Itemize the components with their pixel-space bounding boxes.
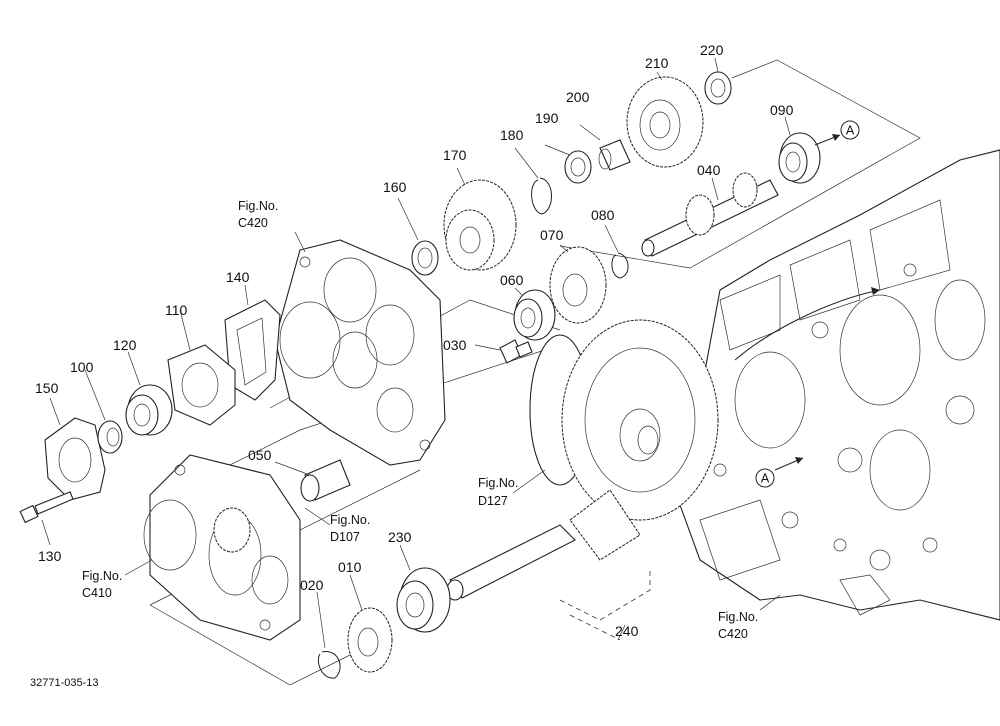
snap-ring-020: [317, 651, 341, 679]
part-label-200: 200: [566, 89, 590, 105]
needle-bearing-200: [598, 139, 631, 171]
part-label-030: 030: [443, 337, 467, 353]
figure-ref-d107: Fig.No. D107: [330, 513, 370, 544]
part-label-170: 170: [443, 147, 467, 163]
figure-ref-c420-top: Fig.No. C420: [238, 199, 278, 230]
bearing-230: [396, 567, 451, 633]
bearing-holder-110: [167, 344, 236, 426]
bolt-130: [19, 491, 74, 524]
part-label-050: 050: [248, 447, 272, 463]
figure-ref-c420-bottom: Fig.No. C420: [718, 610, 758, 641]
part-label-230: 230: [388, 529, 412, 545]
part-label-120: 120: [113, 337, 137, 353]
part-label-010: 010: [338, 559, 362, 575]
part-label-080: 080: [591, 207, 615, 223]
cover-plate-c420: [274, 239, 446, 466]
part-label-020: 020: [300, 577, 324, 593]
gear-010: [347, 607, 393, 673]
shaft-040: [641, 172, 779, 257]
figure-ref-c420-bottom-line2: C420: [718, 627, 748, 641]
part-label-150: 150: [35, 380, 59, 396]
part-label-090: 090: [770, 102, 794, 118]
flow-arrow-curve: [734, 289, 881, 361]
part-label-180: 180: [500, 127, 524, 143]
part-label-070: 070: [540, 227, 564, 243]
part-label-190: 190: [535, 110, 559, 126]
figure-ref-d127-line2: D127: [478, 494, 508, 508]
figure-ref-d107-line1: Fig.No.: [330, 513, 370, 527]
cover-plate-c410: [143, 454, 301, 641]
bolt-030: [499, 339, 533, 364]
seal-100: [97, 420, 123, 454]
figure-ref-c420-top-line2: C420: [238, 216, 268, 230]
circlip-180: [531, 177, 552, 215]
pinion-shaft-240: [446, 489, 641, 601]
bearing-120: [125, 384, 173, 436]
figure-ref-c410-line1: Fig.No.: [82, 569, 122, 583]
marker-a-bottom: A: [755, 457, 804, 488]
flange-150-bore: [58, 437, 92, 483]
bevel-ring-gear: [529, 319, 719, 521]
part-label-060: 060: [500, 272, 524, 288]
part-label-160: 160: [383, 179, 407, 195]
part-label-240: 240: [615, 623, 639, 639]
marker-a-top-label: A: [846, 124, 855, 138]
circlip-080: [611, 252, 629, 279]
figure-ref-d127: Fig.No. D127: [478, 476, 518, 508]
marker-a-bottom-label: A: [761, 472, 770, 486]
figure-ref-d127-line1: Fig.No.: [478, 476, 518, 490]
part-label-210: 210: [645, 55, 669, 71]
figure-ref-d107-line2: D107: [330, 530, 360, 544]
transmission-case: [679, 149, 1000, 621]
washer-190: [564, 150, 592, 184]
part-label-140: 140: [226, 269, 250, 285]
part-label-110: 110: [165, 302, 188, 318]
washer-160: [411, 240, 439, 276]
collar-050: [300, 459, 351, 502]
marker-a-top: A: [814, 120, 860, 146]
flange-150: [44, 417, 106, 501]
part-label-040: 040: [697, 162, 721, 178]
part-label-220: 220: [700, 42, 724, 58]
drawing-code: 32771-035-13: [30, 677, 99, 689]
washer-220: [704, 71, 732, 105]
label-leader-lines: [41, 57, 791, 649]
figure-ref-c410-line2: C410: [82, 586, 112, 600]
bearing-090: [778, 132, 821, 184]
gear-210: [626, 76, 704, 168]
part-labels: 220 210 200 190 180 170 160 090 040 080 …: [35, 42, 794, 639]
part-label-100: 100: [70, 359, 94, 375]
part-label-130: 130: [38, 548, 62, 564]
figure-ref-c410: Fig.No. C410: [82, 569, 122, 600]
gear-070: [549, 246, 607, 324]
bearing-060: [513, 289, 556, 341]
figure-ref-c420-top-line1: Fig.No.: [238, 199, 278, 213]
figure-ref-c420-bottom-line1: Fig.No.: [718, 610, 758, 624]
gear-170: [443, 179, 517, 271]
